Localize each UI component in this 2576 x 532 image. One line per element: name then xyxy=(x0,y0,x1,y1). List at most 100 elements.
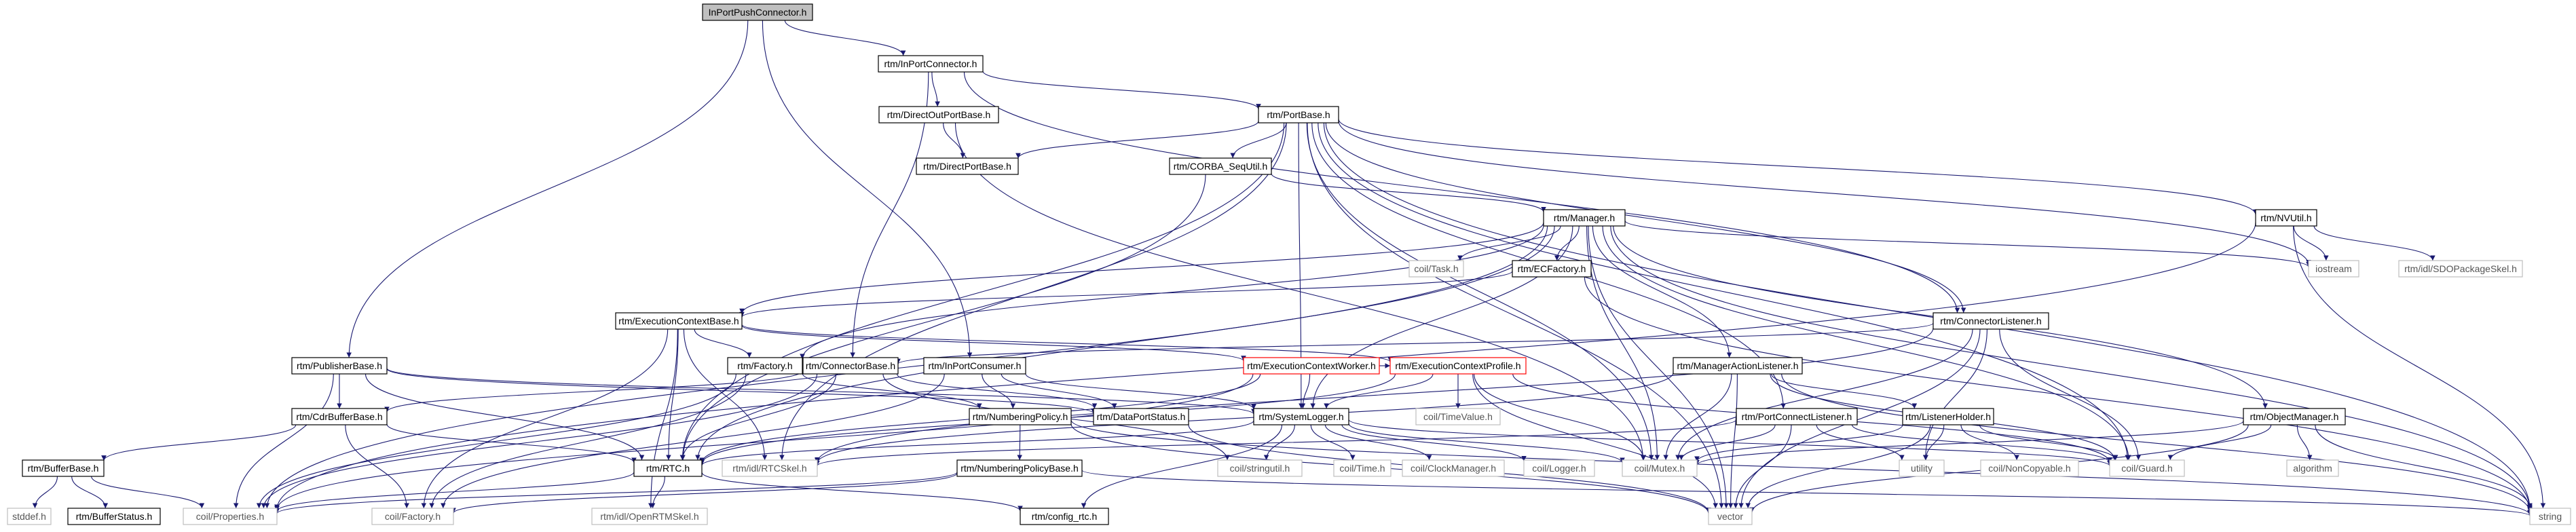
node-label: vector xyxy=(1717,511,1743,522)
graph-node-manager[interactable]: rtm/Manager.h xyxy=(1543,209,1626,227)
node-box xyxy=(615,312,743,330)
graph-node-openrtmskel[interactable]: rtm/idl/OpenRTMSkel.h xyxy=(591,508,708,525)
node-box xyxy=(1169,157,1272,175)
dependency-edge-connectorbase-to-rtc xyxy=(679,373,837,461)
graph-node-stddef[interactable]: stddef.h xyxy=(7,508,52,525)
node-box xyxy=(1217,459,1303,477)
node-label: rtm/CORBA_SeqUtil.h xyxy=(1174,161,1267,172)
graph-node-task[interactable]: coil/Task.h xyxy=(1408,260,1464,278)
dependency-edge-systemlogger-to-guard xyxy=(1348,419,2112,467)
graph-node-dataportstatus[interactable]: rtm/DataPortStatus.h xyxy=(1093,408,1189,425)
graph-node-noncopyable[interactable]: coil/NonCopyable.h xyxy=(1980,459,2079,477)
graph-node-portconnectlistener[interactable]: rtm/PortConnectListener.h xyxy=(1736,408,1858,425)
node-box xyxy=(1523,459,1595,477)
dependency-edge-managerlistener-to-string xyxy=(1781,373,2533,513)
graph-node-vector[interactable]: vector xyxy=(1708,508,1753,525)
node-label: rtm/DirectOutPortBase.h xyxy=(887,109,991,120)
dependency-edge-portconnectlistener-to-vector xyxy=(1733,424,1792,509)
node-box xyxy=(1543,209,1626,227)
graph-node-guard[interactable]: coil/Guard.h xyxy=(2109,459,2185,477)
dependency-edge-manager-to-iostream xyxy=(1624,220,2311,267)
node-label: rtm/BufferBase.h xyxy=(28,463,99,474)
node-label: rtm/Factory.h xyxy=(737,360,792,371)
graph-node-root[interactable]: InPortPushConnector.h xyxy=(702,3,813,21)
node-label: rtm/NVUtil.h xyxy=(2260,212,2311,223)
graph-node-directoutportbase[interactable]: rtm/DirectOutPortBase.h xyxy=(878,106,999,124)
graph-node-rtc[interactable]: rtm/RTC.h xyxy=(633,459,703,477)
node-box xyxy=(923,357,1026,375)
graph-node-ecfactory[interactable]: rtm/ECFactory.h xyxy=(1512,260,1592,278)
dependency-edge-portbase-to-iostream xyxy=(1338,120,2311,265)
graph-node-factory[interactable]: rtm/Factory.h xyxy=(727,357,803,375)
node-box xyxy=(969,408,1072,425)
node-box xyxy=(1933,312,2049,330)
graph-node-logger[interactable]: coil/Logger.h xyxy=(1523,459,1595,477)
graph-node-nvutil[interactable]: rtm/NVUtil.h xyxy=(2255,209,2317,227)
node-box xyxy=(1020,508,1109,525)
node-box xyxy=(1253,408,1349,425)
graph-node-sdopackageskel[interactable]: rtm/idl/SDOPackageSkel.h xyxy=(2398,260,2523,278)
dependency-edge-connectorlistener-to-mutex xyxy=(1675,328,1973,461)
node-box xyxy=(878,55,984,73)
node-label: rtm/BufferStatus.h xyxy=(76,511,153,522)
node-box xyxy=(291,408,388,425)
node-box xyxy=(727,357,803,375)
node-box xyxy=(1389,357,1527,375)
graph-node-bufferbase[interactable]: rtm/BufferBase.h xyxy=(22,459,105,477)
dependency-edge-root-to-inportconnector xyxy=(784,20,906,56)
graph-node-numberingpolicybase[interactable]: rtm/NumberingPolicyBase.h xyxy=(956,459,1083,477)
graph-node-ecprofile[interactable]: rtm/ExecutionContextProfile.h xyxy=(1389,357,1527,375)
graph-node-portbase[interactable]: rtm/PortBase.h xyxy=(1258,106,1339,124)
dependency-edge-ecbase-to-ecworker xyxy=(741,325,1246,362)
dependency-edge-corba_sequtil-to-manager xyxy=(1271,173,1546,212)
graph-node-stringutil[interactable]: coil/stringutil.h xyxy=(1217,459,1303,477)
dependency-edge-ecworker-to-systemlogger xyxy=(1300,373,1311,409)
dependency-edge-nvutil-to-iostream xyxy=(2293,225,2329,261)
graph-node-algorithm[interactable]: algorithm xyxy=(2286,459,2339,477)
graph-node-connectorlistener[interactable]: rtm/ConnectorListener.h xyxy=(1933,312,2049,330)
graph-node-utility[interactable]: utility xyxy=(1899,459,1945,477)
graph-node-directportbase[interactable]: rtm/DirectPortBase.h xyxy=(916,157,1019,175)
graph-node-numberingpolicy[interactable]: rtm/NumberingPolicy.h xyxy=(969,408,1072,425)
graph-node-inportconnector[interactable]: rtm/InPortConnector.h xyxy=(878,55,984,73)
edge-layer xyxy=(32,20,2546,516)
node-label: rtm/RTC.h xyxy=(646,463,690,474)
node-box xyxy=(1258,106,1339,124)
dependency-edge-manager-to-task xyxy=(1457,225,1561,261)
node-label: coil/Time.h xyxy=(1339,463,1385,474)
graph-node-ecworker[interactable]: rtm/ExecutionContextWorker.h xyxy=(1243,357,1380,375)
node-box xyxy=(1408,260,1464,278)
node-label: rtm/ObjectManager.h xyxy=(2250,411,2339,422)
node-label: rtm/DirectPortBase.h xyxy=(923,161,1011,172)
graph-node-inportconsumer[interactable]: rtm/InPortConsumer.h xyxy=(923,357,1026,375)
graph-node-connectorbase[interactable]: rtm/ConnectorBase.h xyxy=(802,357,899,375)
node-label: coil/Task.h xyxy=(1414,263,1458,274)
node-box xyxy=(702,3,813,21)
graph-node-corba_sequtil[interactable]: rtm/CORBA_SeqUtil.h xyxy=(1169,157,1272,175)
dependency-edge-inportconsumer-to-numberingpolicy xyxy=(982,373,1016,409)
graph-node-coilfactory[interactable]: coil/Factory.h xyxy=(371,508,454,525)
graph-node-mutex[interactable]: coil/Mutex.h xyxy=(1622,459,1698,477)
graph-node-objectmanager[interactable]: rtm/ObjectManager.h xyxy=(2243,408,2346,425)
graph-node-ecbase[interactable]: rtm/ExecutionContextBase.h xyxy=(615,312,743,330)
graph-node-properties[interactable]: coil/Properties.h xyxy=(183,508,278,525)
graph-node-bufferstatus[interactable]: rtm/BufferStatus.h xyxy=(67,508,161,525)
graph-node-time[interactable]: coil/Time.h xyxy=(1333,459,1392,477)
graph-node-cdrbufferbase[interactable]: rtm/CdrBufferBase.h xyxy=(291,408,388,425)
dependency-edge-listenerholder-to-utility xyxy=(1923,424,1945,461)
graph-node-systemlogger[interactable]: rtm/SystemLogger.h xyxy=(1253,408,1349,425)
graph-node-config_rtc[interactable]: rtm/config_rtc.h xyxy=(1020,508,1109,525)
graph-node-clockmanager[interactable]: coil/ClockManager.h xyxy=(1402,459,1505,477)
graph-node-managerlistener[interactable]: rtm/ManagerActionListener.h xyxy=(1673,357,1803,375)
node-box xyxy=(22,459,105,477)
graph-node-publisherbase[interactable]: rtm/PublisherBase.h xyxy=(291,357,388,375)
graph-node-string[interactable]: string xyxy=(2529,508,2571,525)
graph-node-iostream[interactable]: iostream xyxy=(2308,260,2359,278)
graph-node-timevalue[interactable]: coil/TimeValue.h xyxy=(1415,408,1501,425)
graph-node-listenerholder[interactable]: rtm/ListenerHolder.h xyxy=(1902,408,1994,425)
graph-node-rtcskel[interactable]: rtm/idl/RTCSkel.h xyxy=(722,459,818,477)
dependency-edge-rtc-to-openrtmskel xyxy=(650,476,665,509)
dependency-edge-numberingpolicybase-to-properties xyxy=(274,472,958,514)
node-box xyxy=(371,508,454,525)
dependency-edge-ecbase-to-ecprofile xyxy=(741,324,1393,362)
